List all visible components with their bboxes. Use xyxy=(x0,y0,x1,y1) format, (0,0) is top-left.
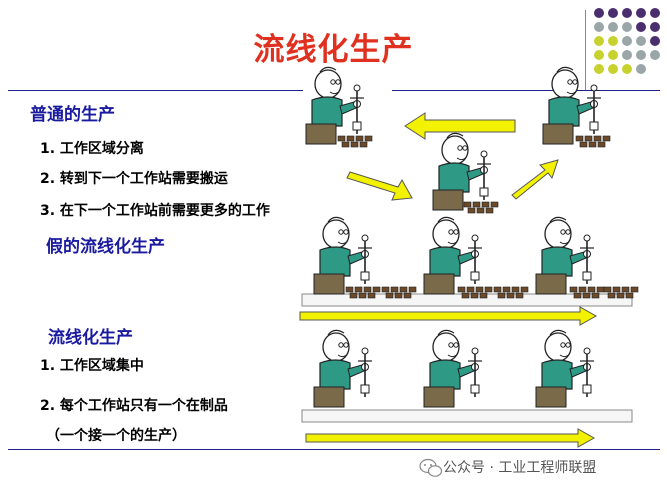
decorative-dot xyxy=(650,22,660,32)
arrow-down-right-icon xyxy=(346,171,413,201)
decorative-dot xyxy=(608,22,618,32)
arrow-right-icon xyxy=(299,306,598,326)
section-heading-flow: 流线化生产 xyxy=(48,328,133,348)
decorative-dot xyxy=(636,36,646,46)
footer-rule xyxy=(8,449,660,450)
decorative-dot xyxy=(650,36,660,46)
decorative-dot xyxy=(608,50,618,60)
decorative-dot xyxy=(622,8,632,18)
decorative-dot xyxy=(594,8,604,18)
section-item: 1. 工作区域分离 xyxy=(40,141,144,157)
section-heading-normal: 普通的生产 xyxy=(30,105,115,125)
section-item: 2. 转到下一个工作站需要搬运 xyxy=(40,171,228,187)
header-rule-right xyxy=(392,90,660,91)
decorative-dot xyxy=(608,36,618,46)
decorative-dot xyxy=(608,64,618,74)
wechat-icon xyxy=(419,458,443,477)
arrow-up-right-icon xyxy=(511,159,559,200)
decorative-dot xyxy=(636,50,646,60)
worker-station-middle xyxy=(432,132,499,214)
decorative-dot xyxy=(636,64,646,74)
section-item: 3. 在下一个工作站前需要更多的工作 xyxy=(40,203,270,219)
flow-line xyxy=(301,329,633,423)
arrow-left-icon xyxy=(404,112,516,140)
decorative-dot xyxy=(622,36,632,46)
decorative-dot xyxy=(594,64,604,74)
header-rule-left xyxy=(8,90,303,91)
decorative-dot xyxy=(594,22,604,32)
decorative-dot xyxy=(636,8,646,18)
decorative-dot xyxy=(650,8,660,18)
decorative-dot-grid xyxy=(594,8,664,78)
arrow-right-icon xyxy=(305,428,596,448)
worker-station-left xyxy=(305,66,373,148)
decorative-vertical-line xyxy=(585,10,586,90)
decorative-dot xyxy=(622,50,632,60)
watermark-text: 公众号 · 工业工程师联盟 xyxy=(443,460,597,476)
decorative-dot xyxy=(622,22,632,32)
fake-flow-line xyxy=(301,216,639,307)
section-item: 1. 工作区域集中 xyxy=(40,358,144,374)
decorative-dot xyxy=(594,50,604,60)
decorative-dot xyxy=(608,8,618,18)
slide-title: 流线化生产 xyxy=(253,32,414,68)
decorative-dot xyxy=(622,64,632,74)
section-item: 2. 每个工作站只有一个在制品 xyxy=(40,398,228,414)
section-heading-fake-flow: 假的流线化生产 xyxy=(46,237,165,257)
worker-station-right xyxy=(542,66,611,148)
decorative-dot xyxy=(650,50,660,60)
decorative-dot xyxy=(636,22,646,32)
decorative-dot xyxy=(594,36,604,46)
section-item: （一个接一个的生产） xyxy=(46,428,186,444)
